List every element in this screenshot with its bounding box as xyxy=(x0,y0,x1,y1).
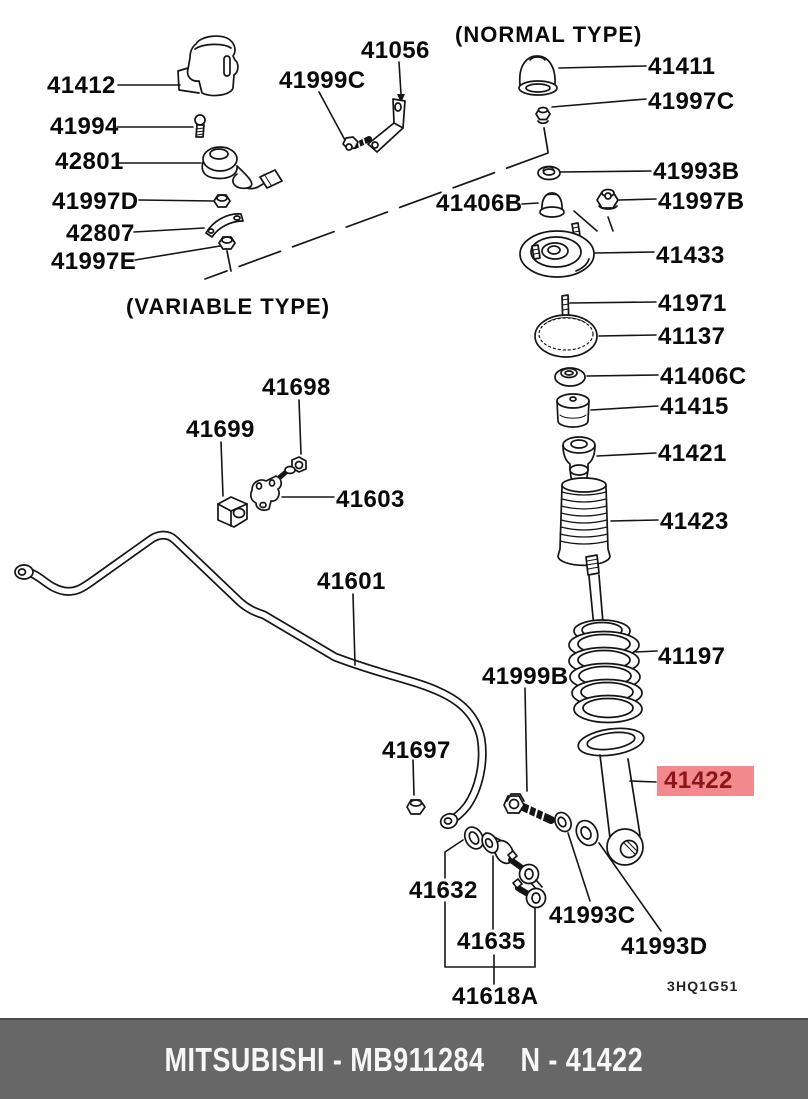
footer-brand-part: MITSUBISHI - MB911284 xyxy=(164,1040,485,1078)
part-number-41406B: 41406B xyxy=(436,190,523,217)
part-drawing-41994 xyxy=(194,114,206,138)
part-number-41422-highlighted: 41422 xyxy=(657,766,754,796)
part-drawing-41635-bushing xyxy=(481,832,515,865)
part-drawing-washers xyxy=(554,811,599,847)
part-number-41415: 41415 xyxy=(660,393,729,420)
part-number-42801: 42801 xyxy=(55,148,124,175)
part-number-41971: 41971 xyxy=(658,290,727,317)
part-drawing-41406B xyxy=(539,192,565,218)
bracket-41618A xyxy=(444,839,536,985)
part-drawing-41993B xyxy=(537,165,561,181)
part-drawing-41603 xyxy=(249,475,282,512)
part-drawing-41433 xyxy=(519,222,595,278)
footer-bar: MITSUBISHI - MB911284 N - 41422 xyxy=(0,1018,808,1099)
part-drawing-41137 xyxy=(534,314,598,358)
part-drawing-41997D xyxy=(213,194,231,208)
title-variable-type: (VARIABLE TYPE) xyxy=(126,294,331,319)
part-number-41997D: 41997D xyxy=(52,188,139,215)
part-drawing-41697 xyxy=(406,799,426,815)
part-drawing-stabilizer-bar xyxy=(14,530,487,830)
part-drawing-41421 xyxy=(562,436,596,482)
part-number-41999B: 41999B xyxy=(482,663,569,690)
part-drawing-41698 xyxy=(276,456,307,481)
footer-text: MITSUBISHI - MB911284 N - 41422 xyxy=(165,1041,644,1079)
part-number-41697: 41697 xyxy=(382,737,451,764)
part-drawing-41056 xyxy=(367,98,406,153)
part-drawing-41412 xyxy=(177,35,239,97)
part-number-41423: 41423 xyxy=(660,508,729,535)
part-number-41994: 41994 xyxy=(50,113,119,140)
part-drawing-42801 xyxy=(201,146,283,190)
part-number-41197: 41197 xyxy=(658,643,726,670)
part-drawing-41422-body xyxy=(577,727,645,866)
part-drawing-41997B xyxy=(596,188,619,210)
part-number-41406C: 41406C xyxy=(660,363,747,390)
part-number-41997E: 41997E xyxy=(51,248,137,275)
part-number-41993D: 41993D xyxy=(621,933,708,960)
part-number-41137: 41137 xyxy=(658,323,726,350)
part-number-41699: 41699 xyxy=(186,416,255,443)
part-drawing-shock-absorber xyxy=(585,554,606,649)
footer-part-ref: N - 41422 xyxy=(520,1040,644,1078)
part-drawing-41618A-link xyxy=(507,850,547,909)
part-drawing-41632-ring xyxy=(463,826,485,850)
drawing-code: 3HQ1G51 xyxy=(667,978,739,994)
part-drawing-41997E xyxy=(218,236,236,250)
part-number-41433: 41433 xyxy=(656,242,725,269)
part-drawing-41423 xyxy=(557,477,611,567)
part-drawing-42807 xyxy=(205,213,244,238)
part-number-41993C: 41993C xyxy=(549,902,636,929)
part-drawing-41411 xyxy=(518,55,558,96)
part-number-41698: 41698 xyxy=(262,374,331,401)
reference-line xyxy=(204,127,549,280)
leader-lines xyxy=(116,61,662,932)
part-drawing-coil-spring-41197 xyxy=(568,619,658,724)
part-number-41997B: 41997B xyxy=(658,188,745,215)
part-number-41618A: 41618A xyxy=(452,983,539,1010)
part-number-41412: 41412 xyxy=(47,72,116,99)
part-drawing-41406C xyxy=(554,367,586,387)
part-number-41411: 41411 xyxy=(648,53,716,80)
part-drawing-41699 xyxy=(217,496,248,528)
part-number-41999C: 41999C xyxy=(279,67,366,94)
part-number-41997C: 41997C xyxy=(648,88,735,115)
part-number-41993B: 41993B xyxy=(653,158,740,185)
part-number-41421: 41421 xyxy=(658,440,727,467)
part-drawing-41999B-bolt xyxy=(503,793,555,824)
part-number-41635: 41635 xyxy=(457,928,526,955)
part-number-41601: 41601 xyxy=(317,568,386,595)
part-drawing-41997C xyxy=(535,106,551,125)
part-drawing-41415 xyxy=(556,393,590,428)
part-number-42807: 42807 xyxy=(66,220,135,247)
part-number-41632: 41632 xyxy=(409,877,478,904)
part-drawing-41999C-bolt xyxy=(342,136,372,151)
part-number-41056: 41056 xyxy=(361,37,430,64)
title-normal-type: (NORMAL TYPE) xyxy=(455,22,643,47)
part-number-41603: 41603 xyxy=(336,486,405,513)
